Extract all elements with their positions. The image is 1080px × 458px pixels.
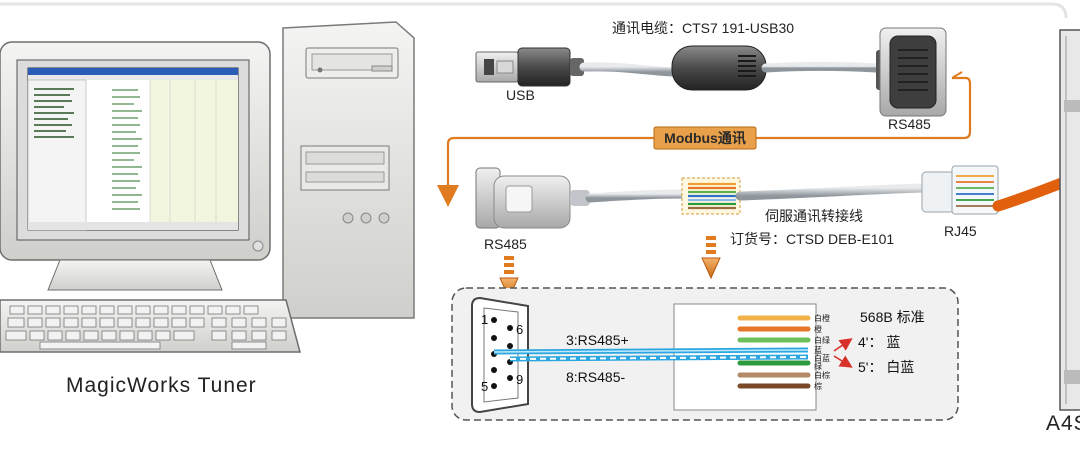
software-tree-lines [34,88,74,138]
signal-plus-label: 3:RS485+ [566,332,629,348]
svg-text:绿: 绿 [814,362,822,371]
rs485-top-label: RS485 [888,116,931,132]
drive-model-partial: A4S [1046,412,1080,435]
db9-pinout [471,296,529,414]
monitor [0,41,271,291]
modbus-badge [653,126,757,150]
pin-5-label: 5 [481,379,488,394]
wire-split-sleeve [681,177,741,215]
usb-label: USB [506,87,535,103]
software-name: MagicWorks Tuner [66,374,257,397]
pin-9-label: 9 [516,372,523,387]
db9-connector-left [475,167,590,229]
pin4-label: 4'： 蓝 [858,334,900,350]
servo-cable-label: 伺服通讯转接线 [765,208,863,224]
rj45-plug [921,165,999,215]
rj45-wire-colors [737,315,811,389]
rj45-label: RJ45 [944,223,977,239]
red-arrow-pin4 [833,338,853,352]
software-table-lines [112,89,142,210]
db9-connector-top [876,27,947,117]
svg-text:橙: 橙 [814,324,822,334]
rs485-left-label: RS485 [484,236,527,252]
standard-label: 568B 标准 [860,309,925,325]
pc-tower [282,21,415,319]
red-arrow-pin5 [833,355,853,368]
svg-text:蓝: 蓝 [814,345,822,355]
svg-text:白绿: 白绿 [814,335,830,345]
pin-6-label: 6 [516,322,523,337]
cable-title: 通讯电缆：CTS7 191-USB30 [612,20,794,36]
pin-1-label: 1 [481,312,488,327]
usb-converter-box [671,45,767,91]
modbus-label: Modbus通讯 [664,130,746,146]
svg-text:白棕: 白棕 [814,370,830,380]
pin5-label: 5'： 白蓝 [858,359,914,375]
keyboard [0,299,301,353]
modbus-loop-line [437,76,972,207]
signal-minus-label: 8:RS485- [566,369,625,385]
wire-color-labels: 白橙 橙 白绿 蓝 白蓝 绿 白棕 棕 [814,313,830,391]
order-number: 订货号：CTSD DEB-E101 [730,231,894,247]
svg-text:棕: 棕 [814,381,822,391]
down-arrow-middle [701,236,721,280]
usb-plug [475,47,584,87]
svg-text:白橙: 白橙 [814,313,830,323]
svg-text:白蓝: 白蓝 [814,353,830,363]
signal-lines [493,347,809,362]
servo-drive-edge [1059,29,1080,411]
